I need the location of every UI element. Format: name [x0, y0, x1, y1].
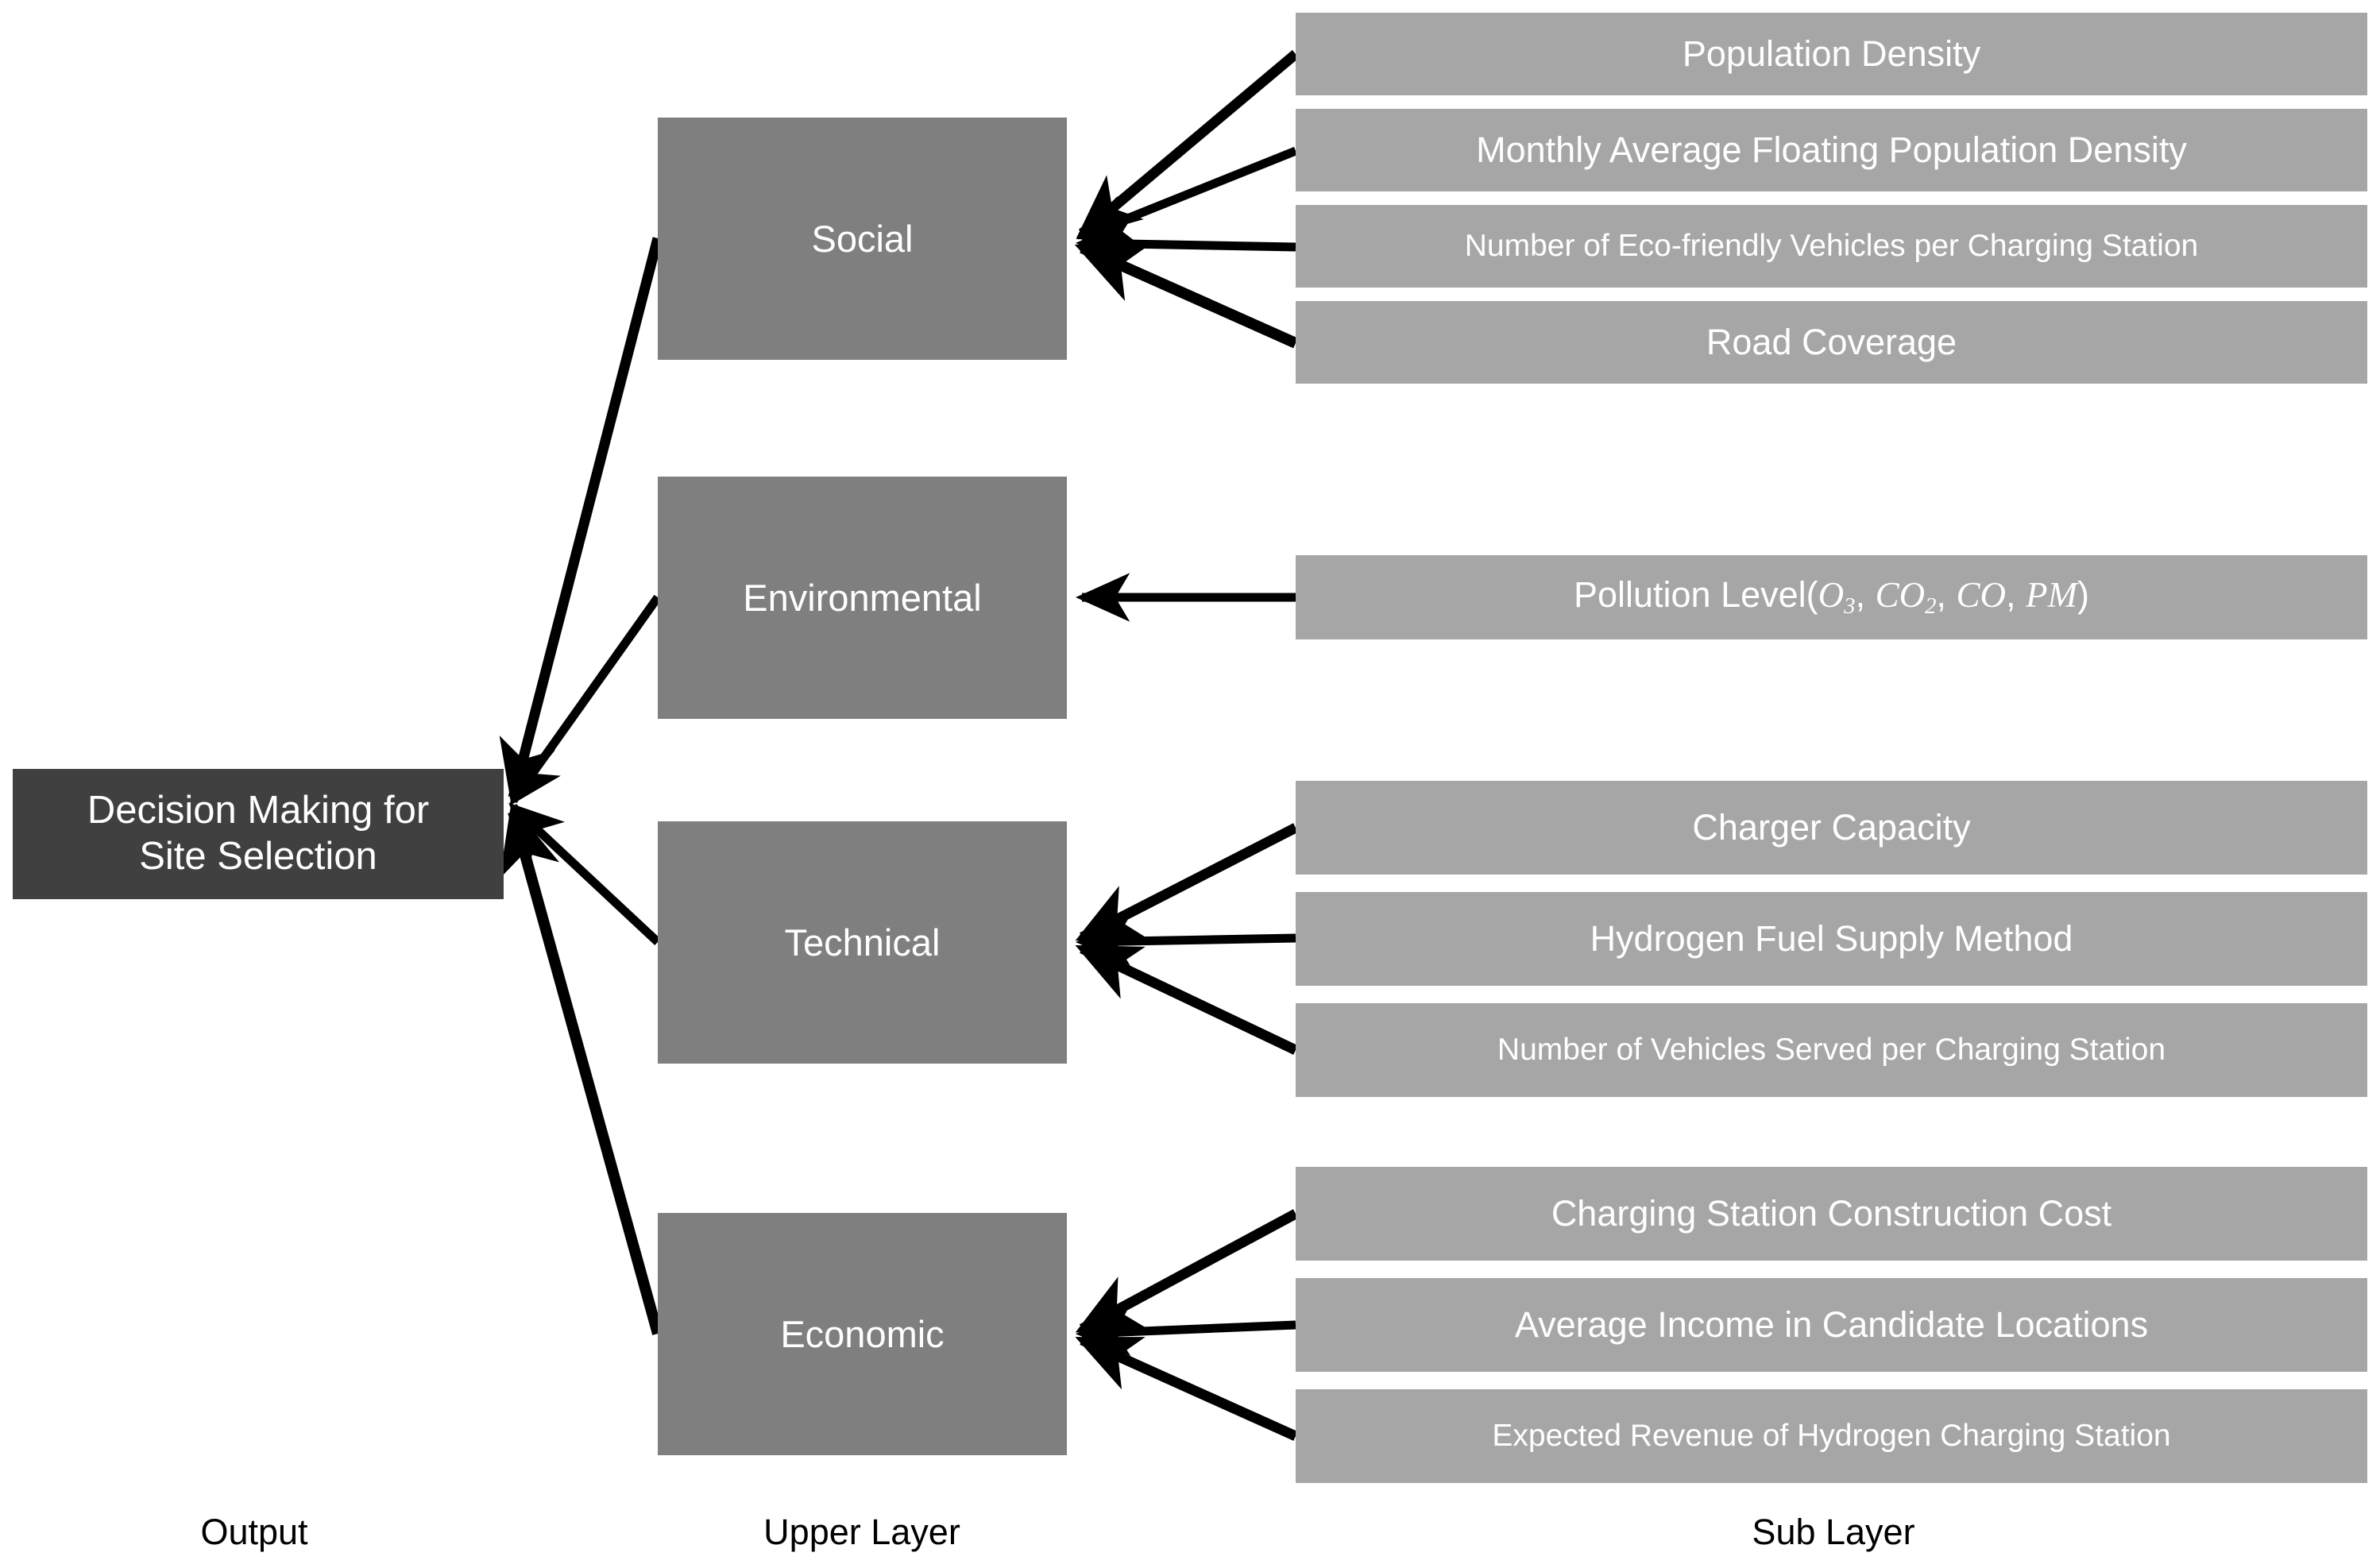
sub-node-population-density-label: Population Density [1682, 33, 1981, 75]
sub-node-expected-revenue-of-hydrogen-charging-station[interactable]: Expected Revenue of Hydrogen Charging St… [1296, 1389, 2367, 1483]
edge-floating-population-to-social [1076, 146, 1298, 242]
sub-node-number-of-eco-friendly-vehicles-per-charging-station-label: Number of Eco-friendly Vehicles per Char… [1464, 228, 2199, 263]
sub-node-number-of-vehicles-served-per-charging-station-label: Number of Vehicles Served per Charging S… [1497, 1032, 2166, 1067]
edge-vehicles-served-to-technical [1075, 944, 1298, 1055]
sub-node-expected-revenue-of-hydrogen-charging-station-label: Expected Revenue of Hydrogen Charging St… [1492, 1418, 2171, 1453]
sub-node-monthly-average-floating-population-density[interactable]: Monthly Average Floating Population Dens… [1296, 109, 2367, 191]
pollution-var-co2-subscript: 2 [1925, 593, 1937, 620]
pollution-var-o3-subscript: 3 [1844, 593, 1856, 620]
output-node-decision-making[interactable]: Decision Making for Site Selection [13, 769, 504, 899]
pollution-sep-3: , [2006, 574, 2026, 616]
upper-node-technical[interactable]: Technical [658, 821, 1067, 1064]
edge-average-income-to-economic [1076, 1307, 1296, 1357]
edge-social-to-output [499, 237, 663, 805]
output-node-label-line2: Site Selection [139, 835, 377, 878]
sub-node-charging-station-construction-cost-label: Charging Station Construction Cost [1551, 1193, 2112, 1234]
edge-eco-vehicles-to-social [1076, 219, 1296, 268]
sub-node-number-of-eco-friendly-vehicles-per-charging-station[interactable]: Number of Eco-friendly Vehicles per Char… [1296, 205, 2367, 288]
pollution-sep-1: , [1855, 574, 1876, 616]
edges-sub-to-economic [1075, 1209, 1299, 1441]
edge-road-coverage-to-social [1074, 242, 1298, 349]
edge-expected-revenue-to-economic [1075, 1335, 1298, 1441]
edge-hydrogen-supply-to-technical [1076, 917, 1296, 966]
sub-node-charger-capacity[interactable]: Charger Capacity [1296, 781, 2367, 875]
sub-node-pollution-level-label: Pollution Level(O3, CO2, CO, PM) [1574, 574, 2089, 620]
pollution-level-suffix: ) [2077, 574, 2090, 616]
sub-node-road-coverage-label: Road Coverage [1706, 322, 1957, 363]
edge-technical-to-output [508, 802, 661, 946]
pollution-level-prefix: Pollution Level( [1573, 574, 1818, 616]
sub-node-number-of-vehicles-served-per-charging-station[interactable]: Number of Vehicles Served per Charging S… [1296, 1003, 2367, 1097]
edge-charger-capacity-to-technical [1075, 823, 1298, 942]
pollution-var-co2-symbol: CO [1875, 575, 1926, 616]
edge-population-density-to-social [1076, 50, 1300, 239]
upper-node-environmental-label: Environmental [743, 576, 982, 619]
edge-economic-to-output [499, 804, 663, 1335]
pollution-var-co: CO [1956, 575, 2007, 616]
pollution-var-pm: PM [2026, 575, 2078, 616]
sub-node-charger-capacity-label: Charger Capacity [1692, 807, 1971, 848]
sub-node-hydrogen-fuel-supply-method[interactable]: Hydrogen Fuel Supply Method [1296, 892, 2367, 986]
upper-node-economic-label: Economic [780, 1312, 945, 1355]
sub-node-hydrogen-fuel-supply-method-label: Hydrogen Fuel Supply Method [1590, 918, 2073, 960]
upper-node-social-label: Social [811, 217, 914, 260]
upper-node-social[interactable]: Social [658, 118, 1067, 360]
edges-sub-to-social [1074, 50, 1300, 349]
sub-node-charging-station-construction-cost[interactable]: Charging Station Construction Cost [1296, 1167, 2367, 1261]
sub-node-average-income-in-candidate-locations[interactable]: Average Income in Candidate Locations [1296, 1278, 2367, 1372]
edge-environmental-to-output [509, 594, 662, 806]
column-label-upper-layer: Upper Layer [763, 1512, 960, 1552]
output-node-label-line1: Decision Making for [87, 789, 430, 832]
edges-sub-to-technical [1075, 823, 1298, 1055]
pollution-var-o3-symbol: O [1818, 575, 1845, 616]
upper-node-economic[interactable]: Economic [658, 1213, 1067, 1455]
upper-node-environmental[interactable]: Environmental [658, 477, 1067, 719]
edge-construction-cost-to-economic [1075, 1209, 1299, 1334]
sub-node-average-income-in-candidate-locations-label: Average Income in Candidate Locations [1514, 1304, 2149, 1346]
edges-upper-to-output [499, 237, 663, 1335]
pollution-sep-2: , [1936, 574, 1957, 616]
upper-node-technical-label: Technical [784, 921, 941, 964]
sub-node-population-density[interactable]: Population Density [1296, 13, 2367, 95]
sub-node-monthly-average-floating-population-density-label: Monthly Average Floating Population Dens… [1476, 129, 2187, 171]
sub-node-pollution-level[interactable]: Pollution Level(O3, CO2, CO, PM) [1296, 555, 2367, 639]
column-label-sub-layer: Sub Layer [1752, 1512, 1915, 1552]
pollution-var-o3: O3 [1818, 575, 1856, 619]
sub-node-road-coverage[interactable]: Road Coverage [1296, 301, 2367, 384]
pollution-var-co2: CO2 [1875, 575, 1937, 619]
column-label-output: Output [200, 1512, 308, 1552]
